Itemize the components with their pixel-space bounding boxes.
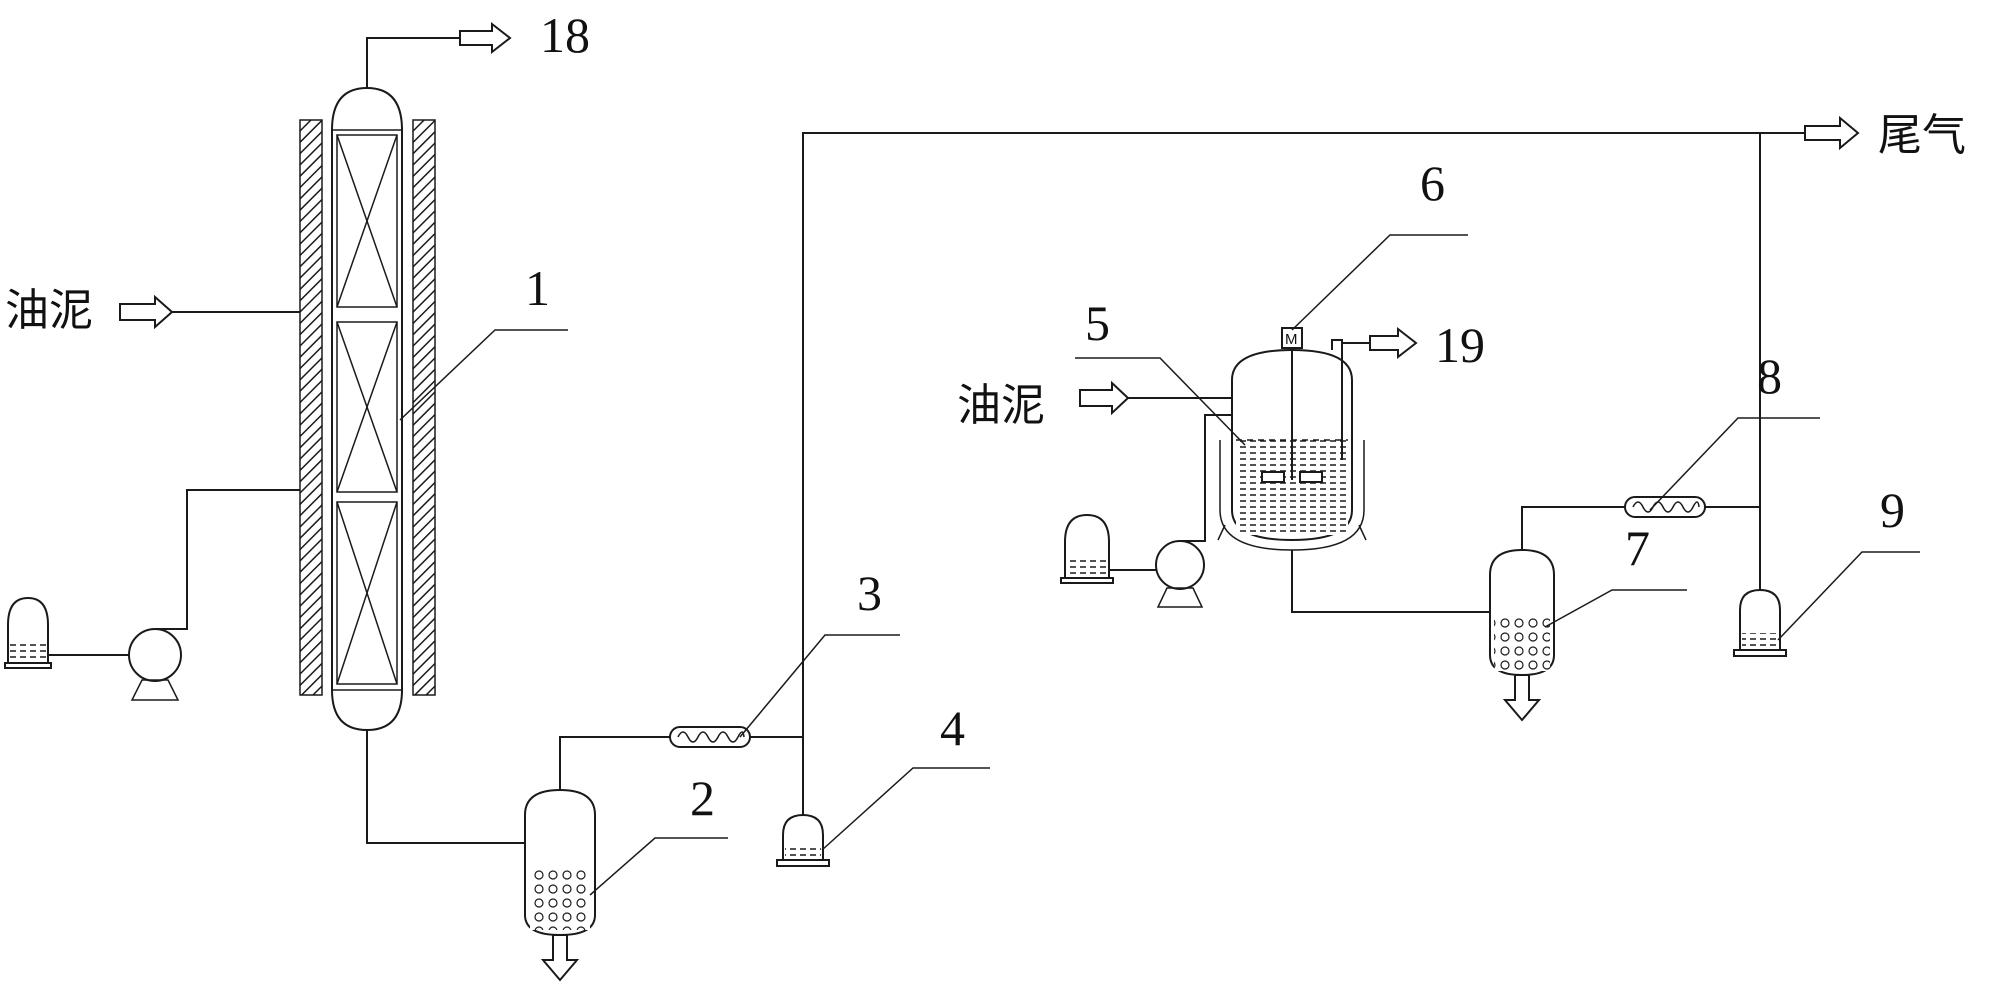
column-1: 18 [299, 7, 590, 844]
callout-1: 1 [525, 260, 550, 316]
reactor-pump [1155, 414, 1232, 608]
callout-6: 6 [1420, 155, 1445, 211]
callout-9: 9 [1880, 482, 1905, 538]
callouts: 1 2 3 4 5 6 7 8 9 [399, 155, 1920, 896]
reactor-feed-tank [1060, 513, 1114, 584]
tank-4 [776, 813, 830, 867]
motor-label: M [1285, 331, 1298, 348]
callout-3: 3 [857, 565, 882, 621]
label-oil-sludge-left: 油泥 [5, 285, 93, 336]
callout-5: 5 [1085, 295, 1110, 351]
label-tail-gas: 尾气 [1878, 110, 1966, 161]
label-oil-sludge-reactor: 油泥 [957, 380, 1045, 431]
condenser-3 [669, 726, 803, 748]
separator-7 [1489, 506, 1625, 722]
callout-18: 18 [540, 7, 590, 63]
callout-2: 2 [690, 770, 715, 826]
packing-sections [336, 134, 398, 685]
condenser-8 [1624, 496, 1760, 518]
callout-8: 8 [1757, 348, 1782, 404]
tail-gas-outlet: 尾气 [1760, 110, 1966, 161]
feed-left: 油泥 [5, 285, 300, 336]
callout-7: 7 [1625, 520, 1650, 576]
left-pump [128, 489, 300, 701]
left-feed-tank [4, 596, 52, 669]
separator-2 [524, 736, 670, 982]
feed-reactor: 油泥 [957, 380, 1232, 431]
callout-19: 19 [1435, 317, 1485, 373]
callout-4: 4 [940, 700, 965, 756]
reactor-5: M 19 [1217, 317, 1497, 613]
tank-9 [1733, 588, 1787, 657]
